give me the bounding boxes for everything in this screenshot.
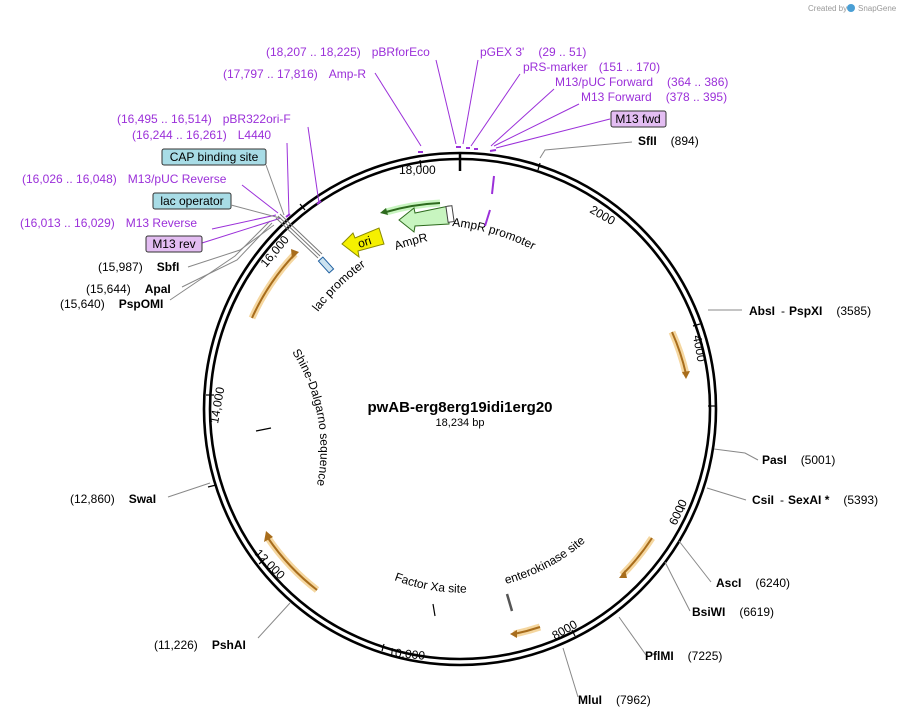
ori-label: ori — [356, 233, 373, 250]
feature-boxes: CAP binding site lac operator — [152, 148, 285, 219]
green-orf-arc — [380, 199, 441, 216]
enzyme-bsiwi: BsiWI(6619) — [692, 605, 774, 619]
enzyme-labels: SfII(894) AbsI-PspXI(3585) PasI(5001) Cs… — [60, 134, 878, 707]
enzyme-sbfi: (15,987)SbfI — [98, 260, 179, 274]
snapgene-logo-icon — [847, 4, 855, 12]
primer-m13-puc-forward: M13/pUC Forward(364 .. 386) — [555, 75, 728, 89]
enterokinase-label: enterokinase site — [503, 533, 588, 587]
lac-promoter-label: lac promoter — [309, 257, 367, 314]
orf-arrow-12000 — [264, 531, 273, 542]
enzyme-pflmi: PflMI(7225) — [645, 649, 722, 663]
factor-xa-label: Factor Xa site — [393, 570, 467, 596]
lac-operator-box — [152, 192, 232, 210]
tick-14000: 14,000 — [207, 386, 227, 425]
m13-rev-box-label: M13 rev — [152, 237, 195, 251]
cap-binding-box — [161, 148, 267, 166]
enzyme-pshai: (11,226)PshAI — [154, 638, 246, 652]
primer-m13-reverse: (16,013 .. 16,029)M13 Reverse — [20, 216, 197, 230]
credit-brand: SnapGene — [858, 4, 897, 13]
shine-dalgarno-label: Shine-Dalgarno sequence — [289, 346, 331, 487]
cap-leader — [265, 164, 285, 216]
primer-marks-inner — [484, 175, 495, 227]
tick-marks — [206, 159, 716, 652]
primer-pgex3: pGEX 3'(29 .. 51) — [480, 45, 586, 59]
orf-arrow-8000 — [510, 630, 517, 638]
primer-dashes — [285, 146, 497, 218]
shine-tick — [255, 427, 272, 432]
tick-2000: 2000 — [588, 202, 618, 228]
orf-arc-16000-line — [251, 253, 296, 319]
plasmid-length: 18,234 bp — [436, 417, 485, 429]
lac-op-leader — [230, 204, 281, 219]
primer-l4440: (16,244 .. 16,261)L4440 — [132, 128, 271, 142]
enzyme-leaders — [167, 141, 759, 698]
primer-pbr322ori-f: (16,495 .. 16,514)pBR322ori-F — [117, 112, 291, 126]
plasmid-name: pwAB-erg8erg19idi1erg20 — [367, 399, 552, 416]
lac-operator-label: lac operator — [160, 194, 223, 208]
enzyme-mlui: MluI(7962) — [578, 693, 651, 707]
enzyme-pspomi: (15,640)PspOMI — [60, 297, 163, 311]
enzyme-swai: (12,860)SwaI — [70, 492, 156, 506]
primer-leaders — [201, 59, 611, 244]
primer-m13-forward: M13 Forward(378 .. 395) — [581, 90, 727, 104]
primer-m13-puc-reverse: (16,026 .. 16,048)M13/pUC Reverse — [22, 172, 227, 186]
lac-promoter-box — [317, 256, 335, 274]
ori-arrow-icon — [341, 227, 385, 259]
m13-rev-box — [145, 235, 203, 253]
orf-arrow-4000 — [682, 371, 690, 379]
enzyme-apai: (15,644)ApaI — [86, 282, 171, 296]
m13-fwd-box-label: M13 fwd — [615, 112, 660, 126]
ampr-label: AmpR — [392, 230, 429, 253]
enzyme-csii: CsiI-SexAI *(5393) — [752, 493, 878, 507]
snapgene-credit: Created by SnapGene — [808, 4, 897, 13]
m13-fwd-box — [610, 110, 667, 128]
orf-arcs — [248, 249, 690, 638]
ori-feature: ori — [341, 227, 385, 259]
enzyme-pasi: PasI(5001) — [762, 453, 835, 467]
cap-binding-label: CAP binding site — [170, 150, 259, 164]
lac-region-lines — [275, 213, 323, 259]
primer-pbrforeco: (18,207 .. 18,225)pBRforEco — [266, 45, 430, 59]
orf-arc-12000-line — [267, 537, 318, 591]
green-arrow-icon — [380, 208, 388, 215]
tick-10000: 10,000 — [388, 645, 426, 663]
enterokinase-tick — [505, 593, 514, 612]
factor-xa-tick — [432, 603, 436, 617]
primer-amp-r: (17,797 .. 17,816)Amp-R — [223, 67, 366, 81]
enzyme-sfii: SfII(894) — [638, 134, 699, 148]
primer-labels: (18,207 .. 18,225)pBRforEco (17,797 .. 1… — [20, 45, 728, 253]
ampr-promoter-label: AmpR promoter — [452, 215, 538, 253]
orf-arrow-6000 — [619, 570, 627, 578]
tick-18000: 18,000 — [399, 163, 436, 177]
primer-prs-marker: pRS-marker(151 .. 170) — [523, 60, 660, 74]
ampr-promoter-box — [445, 205, 455, 223]
ampr-arrow-icon — [398, 205, 450, 233]
orf-arrow-16000 — [291, 249, 299, 259]
credit-prefix: Created by — [808, 4, 847, 13]
enzyme-absi: AbsI-PspXI(3585) — [749, 304, 871, 318]
enzyme-asci: AscI(6240) — [716, 576, 790, 590]
tick-4000: 4000 — [690, 334, 708, 363]
ampr-feature: AmpR AmpR promoter — [392, 205, 538, 253]
